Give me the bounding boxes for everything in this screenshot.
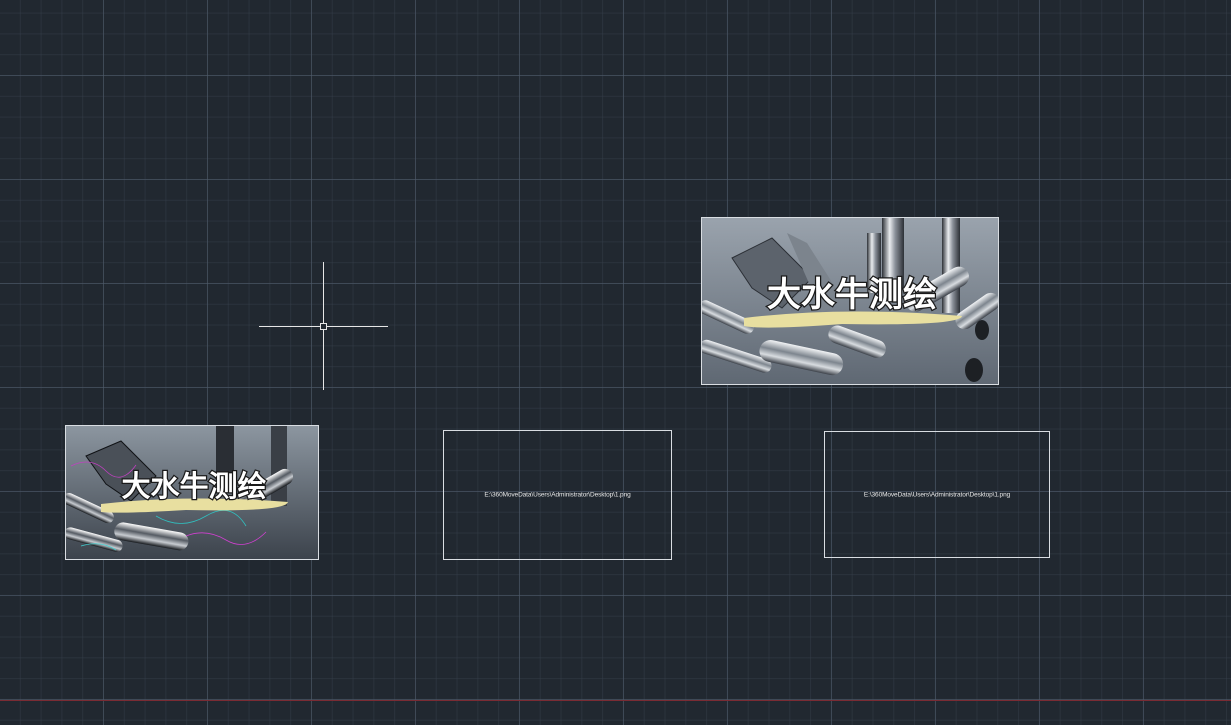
image-path-label: E:\360MoveData\Users\Administrator\Deskt…: [863, 491, 1011, 498]
raster-image-top-right[interactable]: 大水牛测绘: [701, 217, 999, 385]
pipes-photo-posterized: 大水牛测绘: [66, 426, 318, 559]
image-path-label: E:\360MoveData\Users\Administrator\Deskt…: [484, 491, 631, 499]
image-frame-right[interactable]: E:\360MoveData\Users\Administrator\Deskt…: [824, 431, 1050, 558]
banner-title: 大水牛测绘: [767, 275, 937, 315]
image-frame-middle[interactable]: E:\360MoveData\Users\Administrator\Deskt…: [443, 430, 672, 560]
banner-title: 大水牛测绘: [121, 469, 266, 503]
pipes-photo: 大水牛测绘: [702, 218, 998, 384]
pickbox: [320, 323, 327, 330]
model-boundary-line: [0, 700, 1231, 701]
raster-image-bottom-left[interactable]: 大水牛测绘: [65, 425, 319, 560]
